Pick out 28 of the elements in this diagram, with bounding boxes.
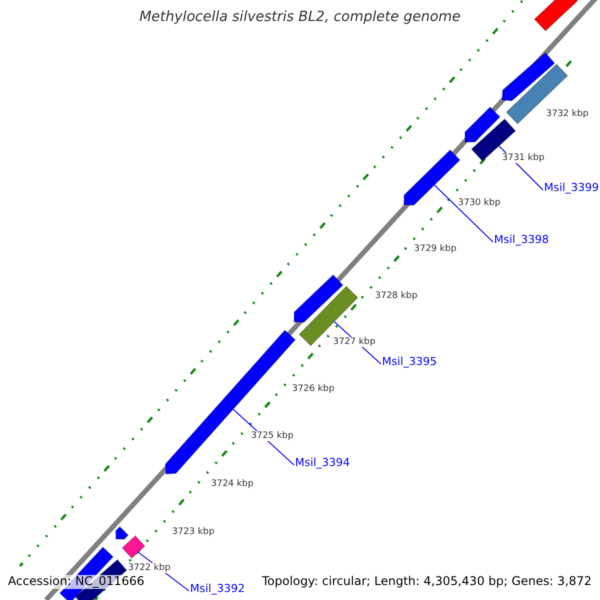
tick-label: 3725 kbp: [251, 431, 294, 442]
gene-label: Msil_3394: [295, 457, 350, 470]
gene-feature: [501, 52, 556, 102]
gene-feature: [506, 64, 568, 124]
gene-feature: [464, 106, 501, 142]
tick-label: 3731 kbp: [502, 153, 544, 164]
gene-feature: [122, 535, 146, 559]
title: Methylocella silvestris BL2, complete genome: [138, 9, 462, 26]
tick-label: 3724 kbp: [211, 479, 254, 490]
tick-label: 3723 kbp: [172, 527, 214, 538]
gene-label: Msil_3395: [382, 356, 437, 369]
genome-info-text: Topology: circular; Length: 4,305,430 bp; Genes: 3,872: [262, 575, 592, 589]
gene-feature: [294, 274, 344, 323]
tick-label: 3727 kbp: [333, 337, 376, 348]
gene-feature: [115, 526, 129, 540]
tick-label: 3730 kbp: [458, 198, 500, 208]
gene-label: Msil_3398: [494, 234, 549, 247]
gene-feature: [298, 286, 358, 346]
tick-label: 3732 kbp: [546, 109, 588, 120]
tick-label: 3722 kbp: [128, 563, 170, 574]
leader-line: [434, 184, 494, 242]
tick-label: 3729 kbp: [414, 244, 456, 254]
gene-label: Msil_3399: [544, 182, 599, 195]
tick-label: 3726 kbp: [292, 384, 334, 394]
tick-label: 3728 kbp: [375, 291, 418, 302]
gene-label: Msil_3392: [190, 583, 245, 596]
gene-feature: [534, 0, 578, 32]
accession-text: Accession: NC_011666: [8, 575, 144, 589]
